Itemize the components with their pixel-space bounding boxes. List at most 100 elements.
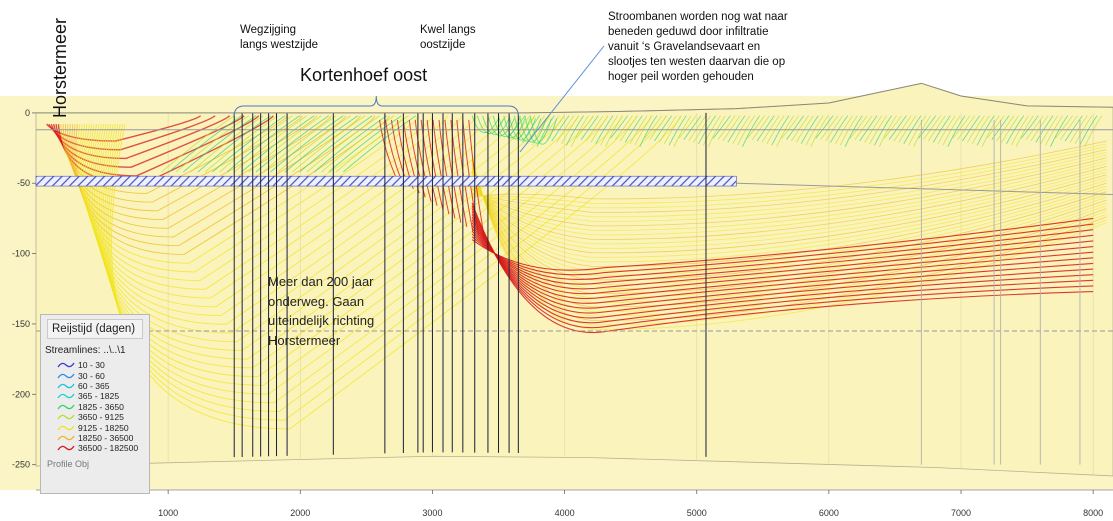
flowline-seepage — [379, 119, 396, 177]
flowline-old — [471, 222, 1094, 300]
flowline-westside — [306, 115, 380, 173]
flowline-deep — [471, 149, 1107, 213]
flowline-deep — [471, 157, 1107, 227]
note-pointer-line — [519, 45, 605, 153]
flowline-infiltration — [737, 115, 756, 146]
flowline-old — [471, 225, 1094, 295]
flowline-infiltration — [1059, 115, 1078, 140]
flowline-polder — [487, 115, 515, 137]
flowline-infiltration — [654, 115, 672, 142]
flowline-horstermeer — [93, 115, 536, 343]
legend-swatch-icon — [57, 362, 75, 368]
flowline-westside — [161, 115, 235, 173]
x-tick-label: 4000 — [555, 508, 575, 518]
flowline-polder — [476, 115, 505, 135]
flowline-infiltration — [561, 115, 580, 145]
legend-subtitle: Streamlines: ..\..\1 — [45, 345, 126, 356]
flowline-infiltration — [854, 115, 873, 140]
flowline-infiltration — [1020, 115, 1039, 139]
flowline-infiltration — [932, 115, 951, 143]
flowline-infiltration — [937, 115, 956, 145]
flowline-infiltration — [776, 115, 795, 147]
flowline-infiltration — [874, 115, 892, 146]
flowline-horstermeer — [92, 115, 521, 334]
flowline-old — [471, 219, 1094, 304]
legend-item: 60 - 365 — [57, 381, 149, 391]
flowline-old — [471, 211, 1094, 319]
flowline-westside — [321, 115, 395, 173]
flowline-infiltration — [1035, 115, 1054, 143]
legend-swatch-icon — [57, 393, 75, 399]
aquitard-continuation — [736, 182, 1113, 195]
flowline-polder — [529, 115, 558, 145]
y-tick-label: -50 — [17, 178, 30, 188]
flowline-westside — [219, 115, 293, 173]
flowline-infiltration — [981, 115, 1000, 147]
legend-swatch-icon — [57, 404, 75, 410]
flowline-deep — [471, 176, 1107, 267]
chart-title: Kortenhoef oost — [300, 65, 428, 85]
flowline-infiltration — [839, 115, 858, 146]
flowline-infiltration — [1050, 115, 1068, 147]
flowline-infiltration — [864, 115, 883, 143]
legend-item-label: 18250 - 36500 — [78, 432, 134, 443]
middle-annotation: Meer dan 200 jaar onderweg. Gaan uiteind… — [268, 272, 374, 350]
legend-swatch-icon — [57, 425, 75, 430]
flowline-old — [471, 223, 1094, 276]
legend-swatch-icon — [57, 383, 75, 389]
flowline-old — [471, 229, 1094, 280]
flowline-infiltration — [747, 115, 765, 139]
flowline-deep — [471, 174, 1107, 272]
legend-item-label: 36500 - 182500 — [78, 443, 139, 454]
x-tick-label: 5000 — [687, 508, 707, 518]
flowline-polder — [471, 115, 499, 134]
flowline-infiltration — [615, 115, 633, 140]
flowline-westside — [335, 115, 409, 173]
y-tick-label: -150 — [12, 319, 30, 329]
flowline-infiltration — [742, 115, 760, 147]
flowline-westside — [204, 115, 279, 173]
flowline-infiltration — [766, 115, 785, 145]
flowline-westside — [277, 115, 351, 173]
legend-item-label: 10 - 30 — [78, 360, 105, 371]
flowline-infiltration — [644, 115, 663, 139]
flowline-horstermeer — [46, 115, 202, 142]
flowline-infiltration — [717, 115, 736, 140]
flowline-infiltration — [967, 115, 985, 143]
flowline-infiltration — [1001, 115, 1020, 143]
note-annotation: Stroombanen worden nog wat naar beneden … — [608, 10, 788, 85]
flowline-infiltration — [751, 115, 770, 140]
note-line-5: hoger peil worden gehouden — [608, 70, 754, 83]
flowline-infiltration — [942, 115, 961, 146]
y-tick-label: -200 — [12, 389, 30, 399]
x-tick-label: 6000 — [819, 508, 839, 518]
legend-panel[interactable]: Reijstijd (dagen) Streamlines: ..\..\1 1… — [40, 314, 150, 494]
legend-swatch-icon — [57, 373, 75, 378]
flowline-polder — [524, 115, 552, 144]
flowline-infiltration — [634, 115, 653, 146]
legend-item: 18250 - 36500 — [57, 433, 149, 443]
flowline-deep — [471, 173, 1107, 276]
flowline-deep — [471, 171, 1107, 249]
aquitard-layer — [35, 175, 737, 187]
flowline-infiltration — [698, 115, 716, 145]
flowline-infiltration — [1025, 115, 1044, 140]
eastside-line-2: oostzijde — [420, 38, 466, 51]
flowline-horstermeer — [106, 115, 638, 404]
flowline-infiltration — [610, 115, 628, 139]
legend-item-label: 1825 - 3650 — [78, 401, 124, 412]
flowline-infiltration — [678, 115, 697, 139]
middle-line-4: Horstermeer — [268, 332, 341, 348]
y-tick-label: -250 — [12, 460, 30, 470]
flowline-infiltration — [815, 115, 834, 139]
flowline-infiltration — [556, 115, 575, 143]
legend-item-label: 3650 - 9125 — [78, 412, 124, 423]
flowline-seepage — [462, 119, 480, 236]
flowline-seepage — [414, 119, 432, 202]
eastside-annotation: Kwel langs oostzijde — [420, 23, 476, 53]
flowline-infiltration — [791, 115, 809, 142]
legend-item-label: 9125 - 18250 — [78, 422, 129, 433]
legend-swatch-icon — [57, 445, 75, 451]
